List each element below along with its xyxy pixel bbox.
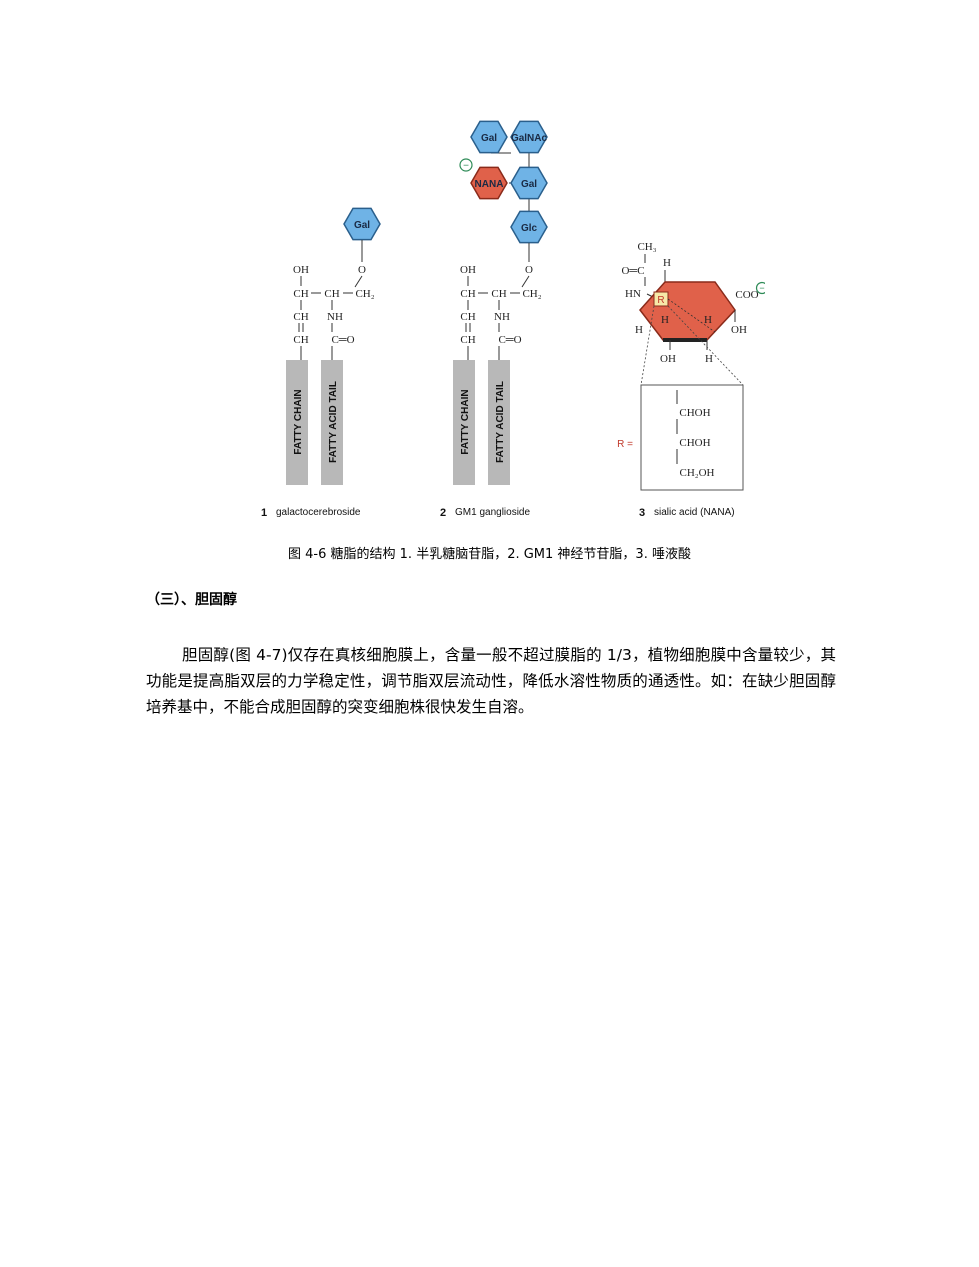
- sublabel-text: sialic acid (NANA): [654, 507, 735, 518]
- galnac-hexagon: [510, 120, 548, 154]
- oh-label: OH: [731, 324, 747, 336]
- negative-charge-icon: [459, 158, 473, 172]
- nana-hexagon: [470, 166, 508, 200]
- sublabel-number: 1: [261, 507, 267, 519]
- ch-label: CH: [460, 288, 475, 300]
- sublabel-text: galactocerebroside: [276, 507, 361, 518]
- gal-label: Gal: [354, 220, 370, 231]
- gal-label: Gal: [481, 133, 497, 144]
- ch-label: CH: [491, 288, 506, 300]
- gal-hexagon: [470, 120, 508, 154]
- gal-label: Gal: [521, 179, 537, 190]
- section-heading: （三）、胆固醇: [146, 592, 237, 608]
- choh-label: CHOH: [679, 437, 710, 449]
- nana-label: NANA: [475, 179, 504, 190]
- fatty-chain-bar: [286, 360, 308, 485]
- carboxylate-label: COO: [735, 289, 758, 301]
- figure-caption: 图 4-6 糖脂的结构 1. 半乳糖脑苷脂，2. GM1 神经节苷脂，3. 唾液…: [288, 547, 691, 562]
- sialic-acid-structure: CH₃ O═C HN H R H H H OH COO: [617, 241, 765, 519]
- galnac-label: GalNAc: [511, 133, 548, 144]
- sialic-acid-ring: [639, 281, 736, 341]
- choh-label: CHOH: [679, 407, 710, 419]
- hn-label: HN: [625, 288, 641, 300]
- r-definition-label: R =: [617, 439, 633, 450]
- ch2-label: CH₂: [355, 288, 374, 300]
- glc-hexagon: [510, 210, 548, 244]
- minus-sign: −: [463, 161, 469, 172]
- ch-label: CH: [324, 288, 339, 300]
- gm1-ganglioside-structure: Gal GalNAc NANA − Gal Glc O OH CH CH: [440, 120, 548, 519]
- h-label: H: [704, 314, 712, 326]
- r-label: R: [657, 295, 664, 306]
- glycolipid-structure-figure: Gal O OH CH CH CH₂ CH CH NH C═O: [245, 110, 765, 530]
- ch-label: CH: [460, 334, 475, 346]
- fatty-chain-bar: [453, 360, 475, 485]
- ch2oh-label: CH₂OH: [679, 467, 714, 479]
- nh-label: NH: [327, 311, 343, 323]
- oh-label: OH: [460, 264, 476, 276]
- glc-label: Glc: [521, 223, 538, 234]
- body-paragraph: 胆固醇(图 4-7)仅存在真核细胞膜上，含量一般不超过膜脂的 1/3，植物细胞膜…: [146, 646, 836, 716]
- fatty-acid-tail-label: FATTY ACID TAIL: [328, 381, 339, 463]
- fatty-chain-label: FATTY CHAIN: [460, 389, 471, 454]
- h-label: H: [635, 324, 643, 336]
- nh-label: NH: [494, 311, 510, 323]
- fatty-acid-tail-bar: [321, 360, 343, 485]
- oh-label: OH: [293, 264, 309, 276]
- ch3-label: CH₃: [637, 241, 656, 253]
- glycolipid-diagram: Gal O OH CH CH CH₂ CH CH NH C═O: [261, 120, 765, 519]
- ch-label: CH: [293, 311, 308, 323]
- h-label: H: [705, 353, 713, 365]
- r-group-expansion-box: [640, 384, 744, 491]
- ch-label: CH: [293, 334, 308, 346]
- h-label: H: [661, 314, 669, 326]
- carbonyl-label: C═O: [331, 334, 354, 346]
- negative-charge-icon: [755, 281, 765, 295]
- fatty-acid-tail-bar: [488, 360, 510, 485]
- gal-hexagon: [510, 166, 548, 200]
- ch2-label: CH₂: [522, 288, 541, 300]
- ch-label: CH: [460, 311, 475, 323]
- carbonyl-label: O═C: [621, 265, 644, 277]
- minus-sign: −: [759, 283, 764, 293]
- fatty-acid-tail-label: FATTY ACID TAIL: [495, 381, 506, 463]
- sublabel-number: 3: [639, 507, 645, 519]
- oh-label: OH: [660, 353, 676, 365]
- h-label: H: [663, 257, 671, 269]
- sublabel-text: GM1 ganglioside: [455, 507, 530, 518]
- gal-hexagon: [343, 207, 381, 241]
- ch-label: CH: [293, 288, 308, 300]
- galactocerebroside-structure: Gal O OH CH CH CH₂ CH CH NH C═O: [261, 207, 381, 519]
- sublabel-number: 2: [440, 507, 446, 519]
- fatty-chain-label: FATTY CHAIN: [293, 389, 304, 454]
- oxygen-label: O: [525, 264, 533, 276]
- oxygen-label: O: [358, 264, 366, 276]
- carbonyl-label: C═O: [498, 334, 521, 346]
